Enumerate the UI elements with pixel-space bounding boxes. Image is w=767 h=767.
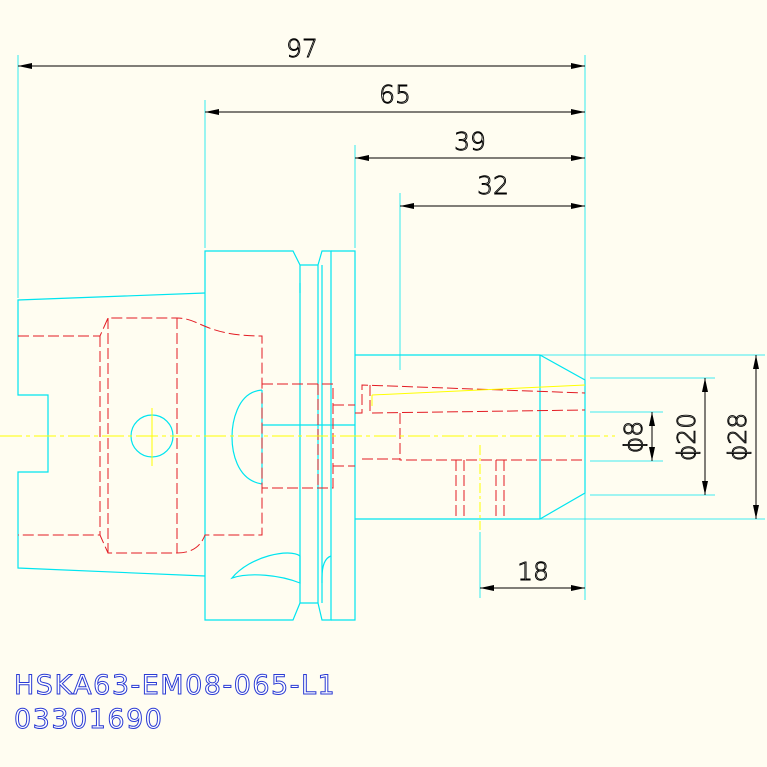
dim-text-18: 18	[517, 557, 549, 586]
part-number-label: HSKA63-EM08-065-L1	[13, 670, 337, 702]
dimension-texts: 97 65 39 32 18 ϕ8 ϕ20 ϕ28	[286, 34, 753, 587]
nose-body	[355, 354, 586, 520]
part-outline	[17, 55, 765, 621]
dim-text-d20: ϕ20	[672, 413, 701, 461]
hsk-shank	[17, 292, 206, 577]
dim-text-32: 32	[477, 171, 509, 200]
v-groove	[300, 250, 332, 621]
order-number-label: 03301690	[13, 704, 164, 736]
dim-text-d28: ϕ28	[723, 413, 752, 461]
dimension-lines	[18, 63, 759, 591]
drive-slot-lower	[230, 552, 301, 584]
hidden-lines	[18, 317, 586, 554]
dim-text-65: 65	[379, 80, 411, 109]
centerlines	[0, 384, 615, 530]
dim-text-39: 39	[454, 127, 486, 156]
dim-text-97: 97	[286, 34, 318, 63]
dim-text-d8: ϕ8	[619, 421, 648, 453]
